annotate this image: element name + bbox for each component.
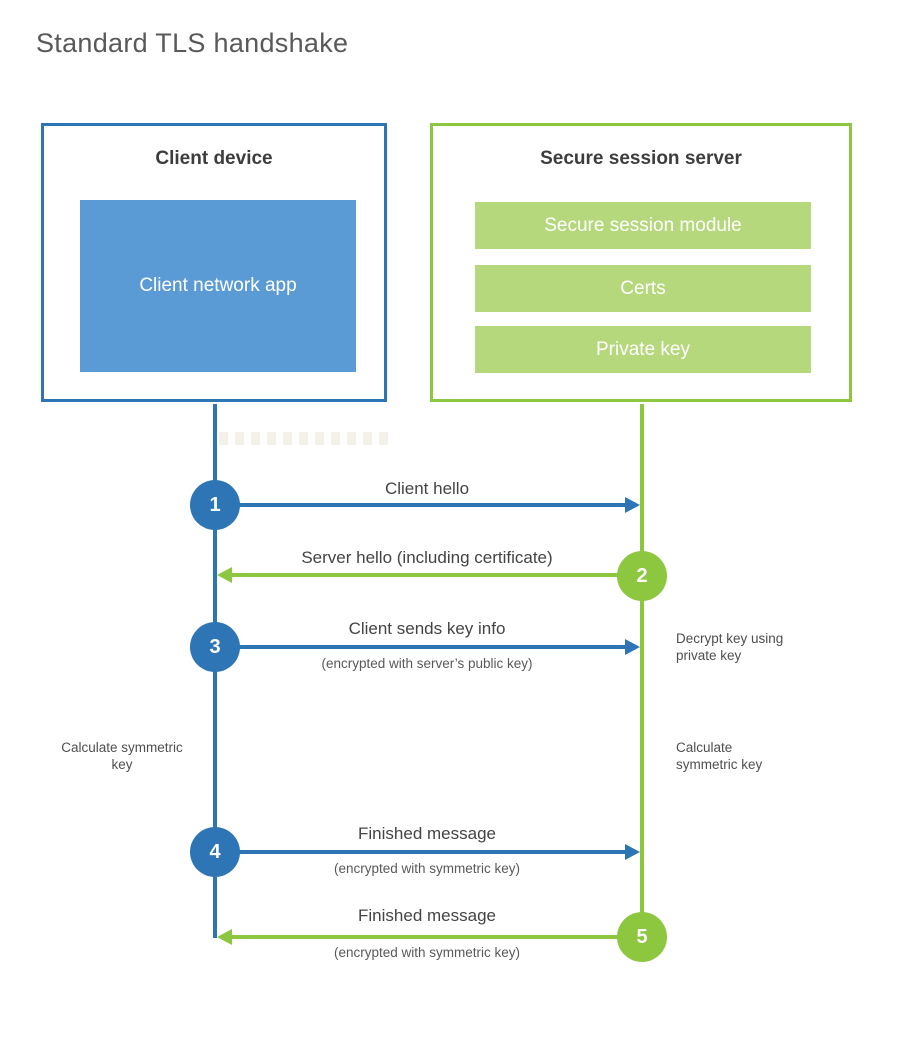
arrow-finished-client — [215, 844, 640, 860]
server-module-certs: Certs — [475, 265, 811, 312]
step-circle-5: 5 — [617, 912, 667, 962]
step-circle-2: 2 — [617, 551, 667, 601]
message-label-server-hello: Server hello (including certificate) — [301, 548, 553, 567]
calculate-symmetric-key-right: Calculate symmetric key — [676, 740, 763, 772]
message-sublabel-client-key-info: (encrypted with server’s public key) — [321, 656, 533, 671]
arrowhead-left-icon — [217, 567, 232, 583]
arrowhead-right-icon — [625, 639, 640, 655]
arrowhead-right-icon — [625, 844, 640, 860]
page-title: Standard TLS handshake — [36, 28, 349, 58]
message-label-client-hello: Client hello — [384, 479, 470, 498]
server-module-secure-session: Secure session module — [475, 202, 811, 249]
step-number-3: 3 — [209, 635, 221, 658]
arrowhead-left-icon — [217, 929, 232, 945]
step-number-4: 4 — [209, 840, 221, 863]
message-label-finished-client: Finished message — [358, 824, 496, 843]
server-module-private-key: Private key — [475, 326, 811, 373]
client-device-title: Client device — [155, 148, 273, 169]
step-number-2: 2 — [636, 564, 648, 587]
secure-session-server-box: Secure session server Secure session mod… — [430, 123, 852, 402]
step-circle-3: 3 — [190, 622, 240, 672]
server-module-certs-label: Certs — [620, 277, 666, 299]
client-network-app-box: Client network app — [80, 200, 356, 372]
arrow-client-hello — [215, 497, 640, 513]
server-lifeline — [640, 404, 644, 938]
message-sublabel-finished-client: (encrypted with symmetric key) — [333, 861, 521, 876]
secure-session-server-title: Secure session server — [540, 148, 742, 169]
step-number-5: 5 — [636, 925, 648, 948]
message-label-client-key-info: Client sends key info — [348, 619, 506, 638]
calculate-symmetric-key-left: Calculate symmetric key — [61, 740, 183, 772]
arrow-finished-server — [217, 929, 642, 945]
step-circle-4: 4 — [190, 827, 240, 877]
decrypt-key-note: Decrypt key using private key — [676, 631, 784, 663]
step-circle-1: 1 — [190, 480, 240, 530]
message-label-finished-server: Finished message — [358, 906, 496, 925]
server-module-secure-session-label: Secure session module — [544, 214, 742, 236]
client-network-app-label: Client network app — [139, 275, 297, 297]
step-number-1: 1 — [209, 493, 221, 516]
arrowhead-right-icon — [625, 497, 640, 513]
faint-dashed-line — [219, 432, 395, 445]
server-module-private-key-label: Private key — [596, 338, 690, 360]
arrow-server-hello — [217, 567, 642, 583]
message-sublabel-finished-server: (encrypted with symmetric key) — [333, 945, 521, 960]
client-device-box: Client device Client network app — [41, 123, 387, 402]
arrow-client-key-info — [215, 639, 640, 655]
